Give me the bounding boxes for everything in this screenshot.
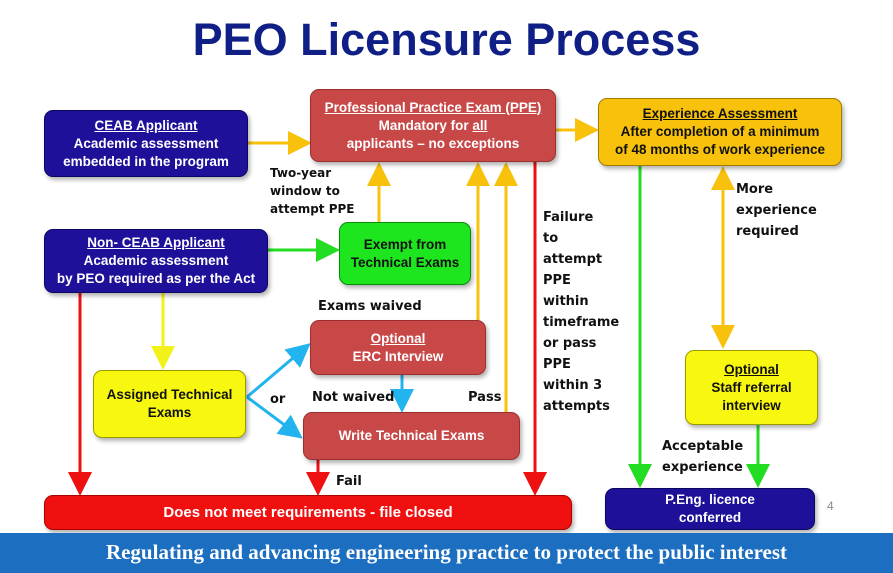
acceptable-experience-label: Acceptable experience xyxy=(662,436,743,478)
label-line: More xyxy=(736,182,774,197)
experience-line2: of 48 months of work experience xyxy=(614,142,826,157)
label-line: within xyxy=(543,294,589,309)
experience-line1: After completion of a minimum xyxy=(620,124,820,139)
label-line: PPE xyxy=(543,357,571,372)
file-closed-box: Does not meet requirements - file closed xyxy=(44,495,572,530)
erc-line1: ERC Interview xyxy=(352,348,444,364)
label-line: or pass xyxy=(543,336,597,351)
non-ceab-applicant-box: Non- CEAB Applicant Academic assessment … xyxy=(44,229,268,293)
label-line: Acceptable xyxy=(662,439,744,454)
failure-label: Failure to attempt PPE within timeframe … xyxy=(543,207,619,417)
write-exams-box: Write Technical Exams xyxy=(303,412,520,460)
assigned-line2: Exams xyxy=(147,405,192,420)
non-ceab-line1: Academic assessment xyxy=(83,253,229,268)
non-ceab-heading: Non- CEAB Applicant xyxy=(87,235,225,250)
label-line: timeframe xyxy=(543,315,620,330)
ppe-line1: Mandatory for all xyxy=(379,117,488,135)
page-title: PEO Licensure Process xyxy=(192,14,701,65)
label-line: Failure xyxy=(543,210,594,225)
licence-conferred-box: P.Eng. licence conferred xyxy=(605,488,815,530)
ceab-line1: Academic assessment xyxy=(73,135,219,151)
more-experience-label: More experience required xyxy=(736,179,817,242)
label-line: experience xyxy=(662,460,743,475)
arrow-assigned-erc xyxy=(246,343,311,399)
label-line: Two-year xyxy=(270,166,332,180)
footer-banner: Regulating and advancing engineering pra… xyxy=(0,533,893,573)
label-line: PPE xyxy=(543,273,571,288)
label-line: experience xyxy=(736,203,817,218)
ppe-line1-text: Mandatory for xyxy=(378,117,473,133)
licence-line1: P.Eng. licence xyxy=(665,492,755,507)
two-year-label: Two-year window to attempt PPE xyxy=(270,164,355,218)
label-line: required xyxy=(736,224,799,239)
label-line: attempt PPE xyxy=(270,202,355,216)
or-label: or xyxy=(270,392,286,407)
staff-heading: Optional xyxy=(724,361,779,377)
ceab-applicant-box: CEAB Applicant Academic assessment embed… xyxy=(44,110,248,177)
label-line: attempts xyxy=(543,399,610,414)
ppe-heading: Professional Practice Exam (PPE) xyxy=(324,99,542,115)
experience-assessment-box: Experience Assessment After completion o… xyxy=(598,98,842,166)
exempt-line2: Technical Exams xyxy=(350,254,460,270)
closed-line1: Does not meet requirements - file closed xyxy=(163,503,453,521)
not-waived-label: Not waived xyxy=(312,390,395,405)
ceab-heading: CEAB Applicant xyxy=(94,117,198,133)
fail-label: Fail xyxy=(336,474,362,489)
exempt-line1: Exempt from xyxy=(363,236,447,252)
staff-line1: Staff referral xyxy=(711,379,792,395)
label-line: within 3 xyxy=(543,378,603,393)
page-number: 4 xyxy=(827,499,834,513)
write-line1: Write Technical Exams xyxy=(338,428,485,443)
ppe-all: all xyxy=(472,117,488,133)
assigned-line1: Assigned Technical xyxy=(106,387,233,402)
ppe-box: Professional Practice Exam (PPE) Mandato… xyxy=(310,89,556,162)
staff-line2: interview xyxy=(722,397,781,413)
experience-heading: Experience Assessment xyxy=(642,106,798,121)
label-line: attempt xyxy=(543,252,603,267)
arrow-assigned-write xyxy=(246,395,303,439)
ppe-line2: applicants – no exceptions xyxy=(346,135,520,151)
pass-label: Pass xyxy=(468,390,502,405)
label-line: window to xyxy=(270,184,340,198)
exams-waived-label: Exams waived xyxy=(318,299,422,314)
label-line: to xyxy=(543,231,559,246)
exempt-box: Exempt from Technical Exams xyxy=(339,222,471,285)
assigned-exams-box: Assigned Technical Exams xyxy=(93,370,246,438)
staff-referral-box: Optional Staff referral interview xyxy=(685,350,818,425)
ceab-line2: embedded in the program xyxy=(63,153,229,169)
erc-heading: Optional xyxy=(370,330,426,346)
erc-interview-box: Optional ERC Interview xyxy=(310,320,486,375)
licence-line2: conferred xyxy=(678,510,742,525)
non-ceab-line2: by PEO required as per the Act xyxy=(56,271,256,286)
